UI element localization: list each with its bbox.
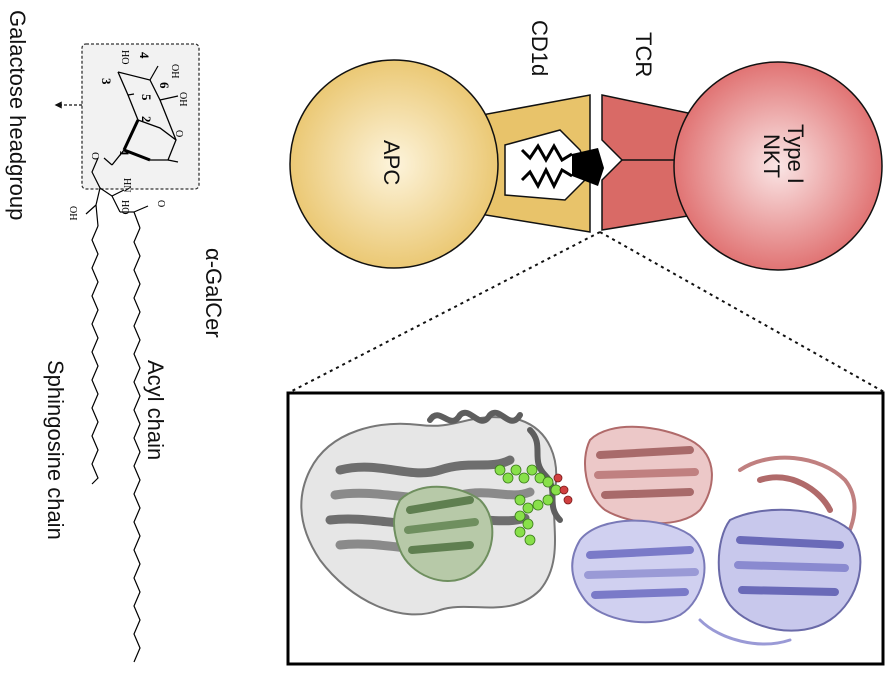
num-2: 2 [139,116,154,123]
ceramide-labels: HN OH HO O [67,178,166,220]
cell-interaction-schematic: CD1d TCR APC Type I NKT [289,20,885,393]
apc-cell [289,59,499,269]
oh-top-b: OH [177,92,188,106]
nkt-label-line1: Type I [783,124,808,184]
ceramide-core [85,187,149,229]
ligand-spheres [494,464,573,546]
galactose-ring [91,65,179,206]
glyco-o: O [89,152,101,160]
galactose-labels: OH OH HO 4 6 3 5 2 1 O O [89,50,188,160]
tcr-label: TCR [631,32,656,77]
zoom-line-left [289,231,601,393]
alpha-galcer-structure: Galactose headgroup α-GalCer Acyl chain … [5,10,226,663]
acyl-chain-label: Acyl chain [143,360,168,460]
galactose-headgroup-label: Galactose headgroup [5,10,30,220]
apc-label: APC [379,140,404,185]
tcr-beta-ribbon [571,508,862,646]
carbonyl-o-label: O [155,200,166,207]
oh-top-a: OH [169,64,180,78]
num-3: 3 [99,78,114,85]
num-5: 5 [139,94,154,101]
cd1d-label: CD1d [527,20,552,76]
num-1: 1 [117,150,132,157]
groove-lipid-b [520,166,573,190]
tcr-alpha-ribbon [584,425,857,562]
groove-lipid-a [520,142,573,164]
sphingosine-chain-zigzag [91,225,99,485]
hn-label: HN [121,178,132,192]
num-6: 6 [157,82,172,89]
galactose-highlight-box [81,43,200,190]
nkt-cell [673,61,883,271]
ho-ring: HO [119,50,130,64]
groove-headgroup [572,148,604,186]
num-4: 4 [137,52,152,59]
sphingosine-chain-label: Sphingosine chain [43,360,68,540]
ho-side-label: HO [119,200,130,214]
ring-o: O [173,130,184,137]
b2m-ribbon [393,485,494,582]
acyl-chain-zigzag [133,227,141,663]
crystal-structure-panel [286,391,885,666]
nkt-label-line2: NKT [759,134,784,178]
oh-side-label: OH [67,206,78,220]
zoom-line-right [599,231,885,393]
alpha-galcer-label: α-GalCer [201,248,226,338]
